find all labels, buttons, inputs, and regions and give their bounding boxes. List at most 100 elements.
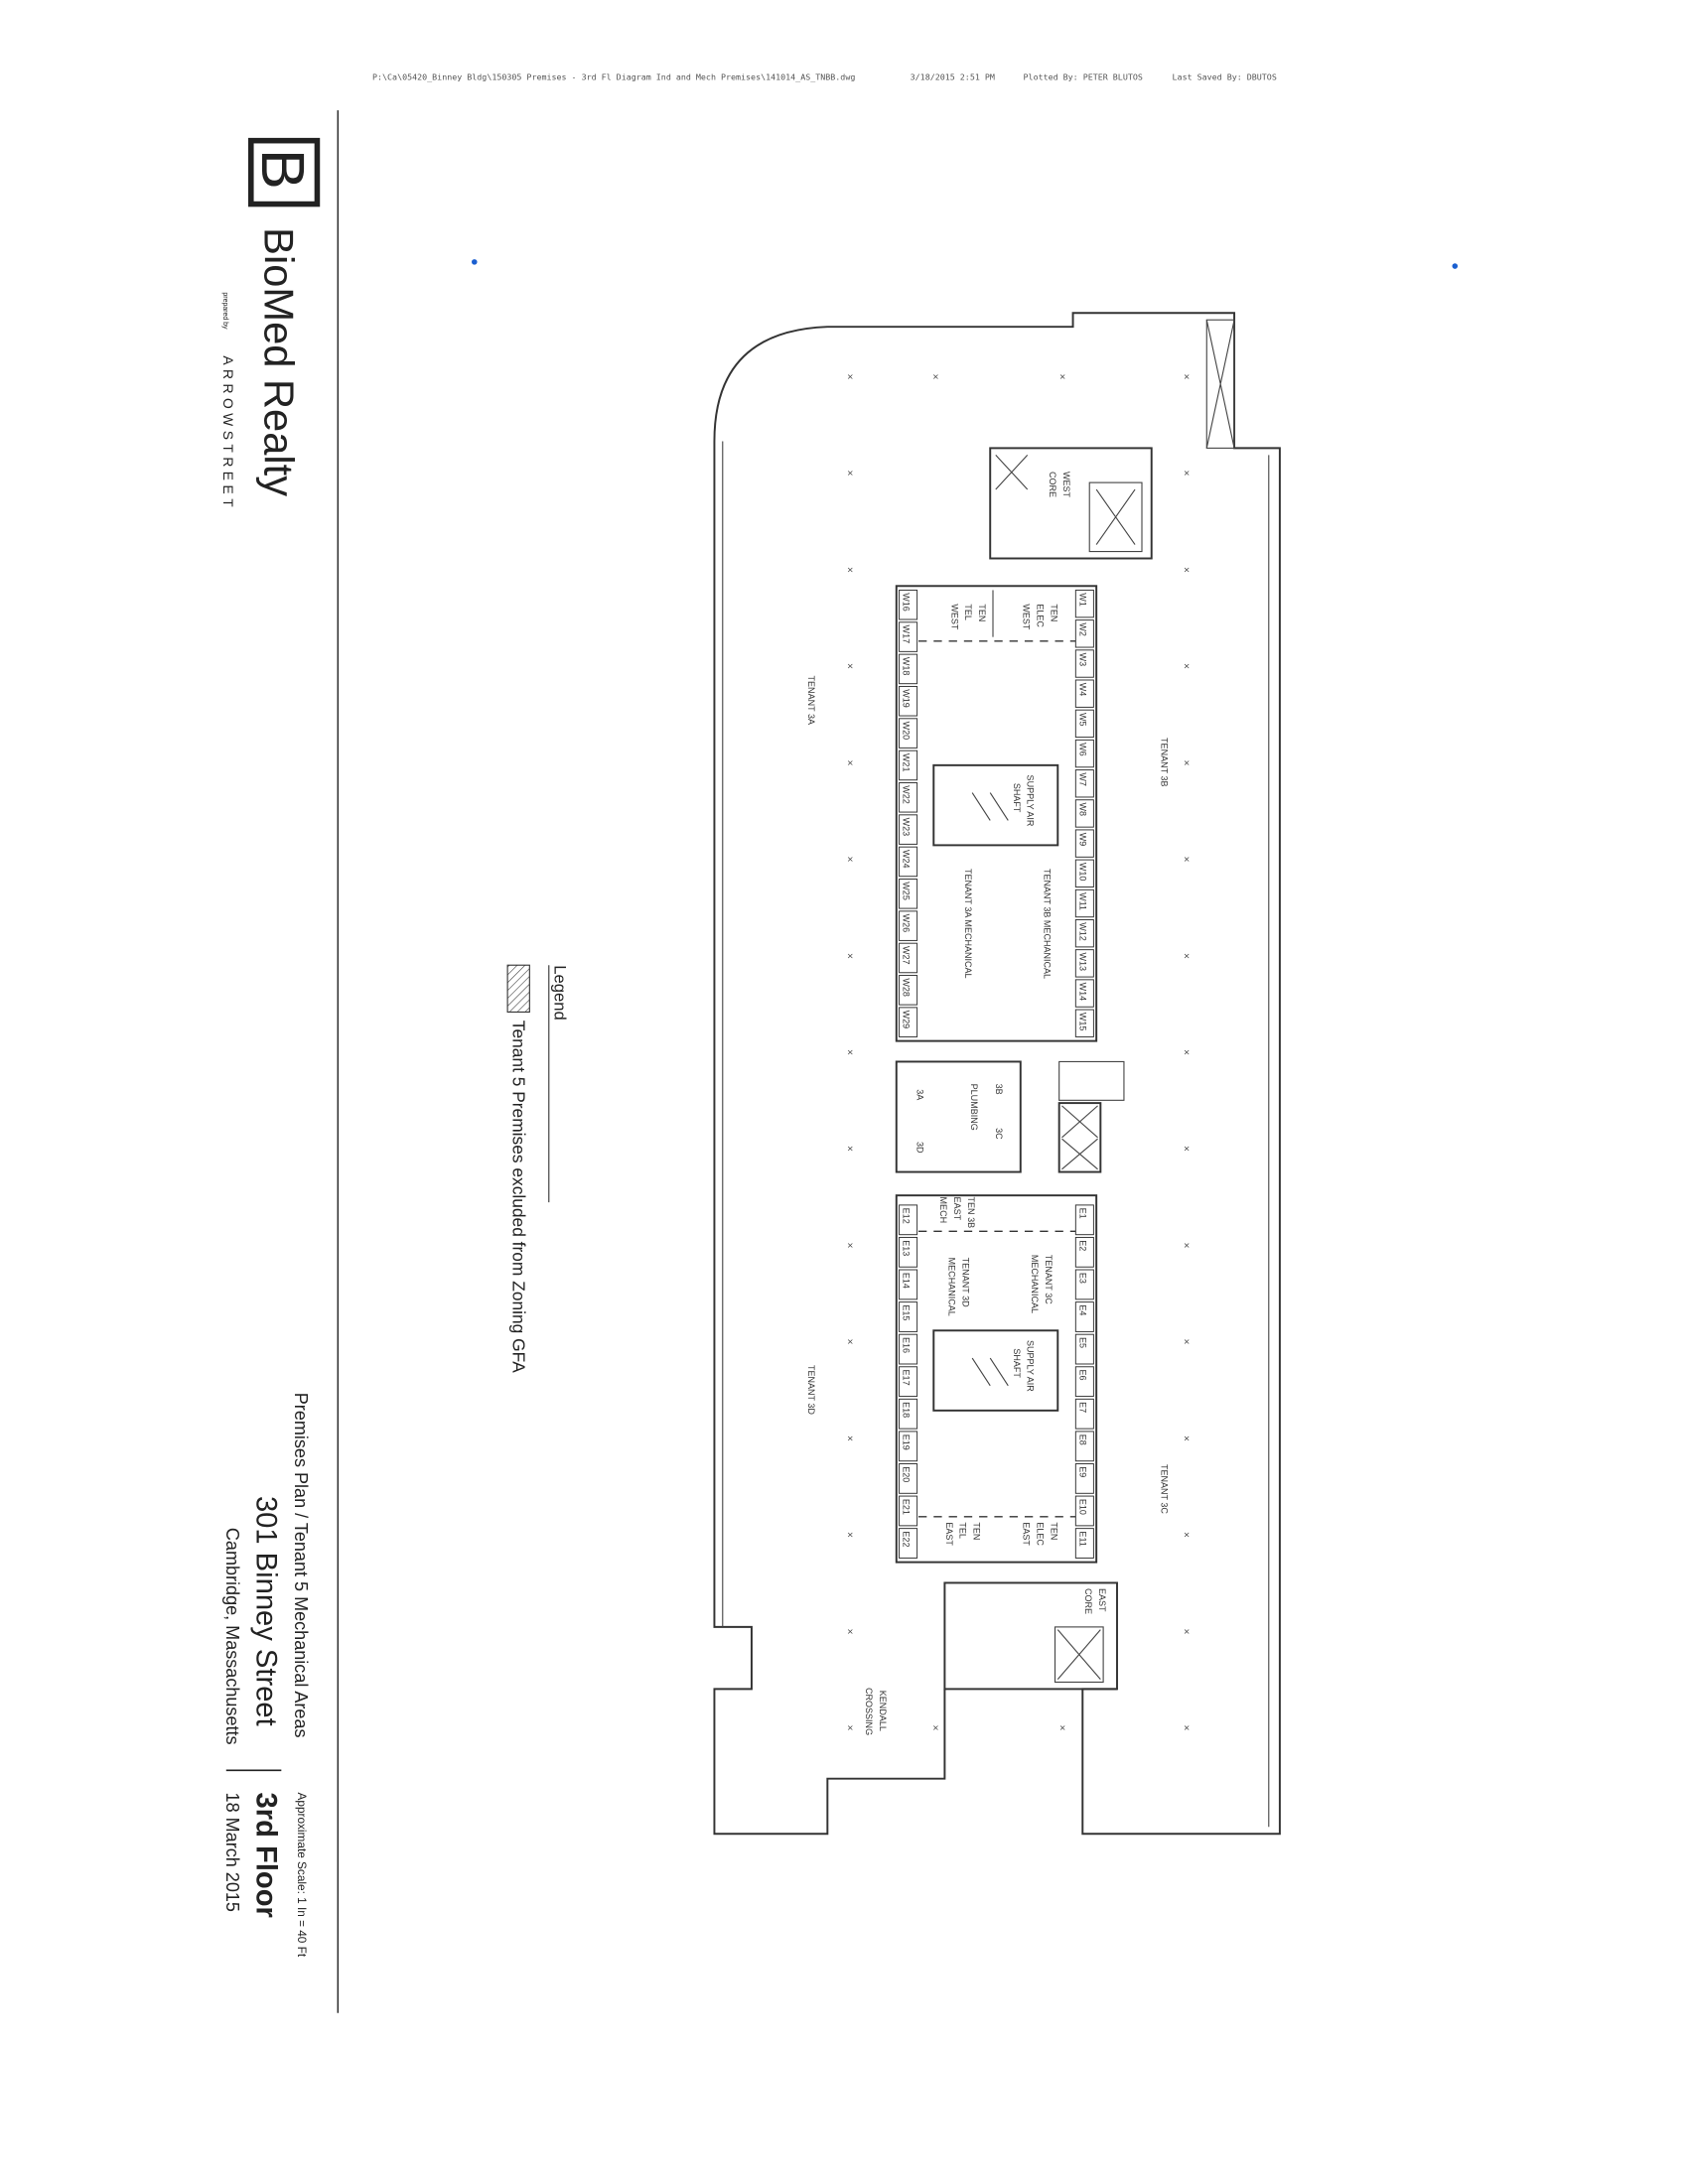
unit-label: E21 — [902, 1499, 912, 1515]
title-block: Premises Plan / Tenant 5 Mechanical Area… — [222, 1393, 311, 1958]
unit-box — [899, 1269, 918, 1300]
column-marker-icon: × — [932, 1722, 939, 1732]
unit-label: W14 — [1078, 983, 1088, 1002]
unit-label: E1 — [1078, 1208, 1088, 1219]
west-core-label: CORE — [1048, 472, 1057, 497]
unit-label: W17 — [902, 625, 912, 644]
mechanical-unit: W8 — [1074, 799, 1094, 828]
tenant-3d-label: TENANT 3D — [806, 1365, 816, 1415]
unit-label: W25 — [902, 882, 912, 900]
unit-box — [899, 1333, 918, 1365]
column-marker-icon: × — [847, 564, 854, 574]
unit-label: E4 — [1078, 1304, 1088, 1315]
unit-box — [1074, 1431, 1094, 1462]
column-marker-icon: × — [1184, 757, 1191, 767]
unit-label: E6 — [1077, 1370, 1087, 1381]
ten-tel-west: TEL — [963, 604, 973, 620]
mechanical-unit: W18 — [899, 653, 918, 685]
brand-logo: B BioMed Realty prepared by ARROWSTREET — [220, 137, 321, 511]
column-marker-icon: × — [1184, 950, 1191, 960]
registration-dot — [472, 259, 478, 265]
logo-mark: B — [249, 149, 317, 190]
unit-box — [1074, 979, 1094, 1008]
mechanical-unit: W27 — [899, 942, 918, 974]
unit-label: W26 — [902, 914, 912, 933]
partner-name: ARROWSTREET — [220, 355, 236, 511]
plan-date: 18 March 2015 — [222, 1793, 242, 1912]
mechanical-unit: E19 — [899, 1431, 918, 1462]
unit-label: E10 — [1078, 1499, 1088, 1515]
unit-label: W27 — [902, 946, 912, 965]
mechanical-unit: E22 — [899, 1528, 918, 1559]
tenant-3c-mechanical: MECHANICAL — [1030, 1255, 1040, 1313]
column-marker-icon: × — [1184, 1047, 1191, 1057]
partner-prefix: prepared by — [221, 292, 228, 330]
mechanical-unit: E11 — [1074, 1528, 1094, 1559]
column-marker-icon: × — [847, 854, 854, 864]
unit-label: W24 — [902, 850, 912, 869]
unit-box — [899, 653, 918, 685]
ten-tel-east: TEN — [972, 1522, 982, 1540]
building-city: Cambridge, Massachusetts — [222, 1528, 242, 1745]
west-core: WEST CORE — [989, 447, 1153, 560]
unit-box — [899, 1463, 918, 1494]
registration-dot — [1452, 263, 1459, 269]
plot-date: 3/18/2015 2:51 PM — [911, 72, 995, 82]
unit-box — [899, 1495, 918, 1527]
ten-tel-east: TEL — [958, 1522, 968, 1539]
mechanical-unit: W5 — [1074, 709, 1094, 739]
unit-box — [899, 879, 918, 909]
floor-label: 3rd Floor — [249, 1793, 281, 1918]
unit-box — [1074, 739, 1094, 768]
column-marker-icon: × — [1184, 468, 1191, 478]
unit-label: W9 — [1078, 833, 1088, 847]
unit-box — [1074, 1204, 1094, 1236]
unit-box — [899, 910, 918, 941]
logo-mark-icon — [247, 137, 321, 207]
brand-name: BioMed Realty — [256, 227, 303, 496]
unit-box — [1074, 859, 1094, 888]
column-marker-icon: × — [1184, 564, 1191, 574]
unit-label: E8 — [1078, 1434, 1088, 1445]
column-marker-icon: × — [847, 1722, 854, 1732]
shaft-label: SUPPLY AIR — [1026, 775, 1036, 827]
east-core: EAST CORE — [943, 1581, 1118, 1691]
mechanical-unit: E10 — [1074, 1495, 1094, 1527]
unit-box — [899, 782, 918, 813]
plumbing-tag: 3D — [915, 1142, 925, 1154]
mechanical-unit: W21 — [899, 750, 918, 781]
column-marker-icon: × — [847, 1047, 854, 1057]
hatch-swatch-icon — [506, 964, 530, 1013]
unit-label: W23 — [902, 818, 912, 837]
mechanical-unit: W19 — [899, 685, 918, 717]
mechanical-unit: W15 — [1074, 1009, 1094, 1037]
ten-elec-east: ELEC — [1035, 1522, 1045, 1546]
unit-box — [899, 685, 918, 717]
shaft-label: SUPPLY AIR — [1026, 1340, 1036, 1392]
column-marker-icon: × — [1184, 1144, 1191, 1154]
column-marker-icon: × — [847, 371, 854, 381]
column-marker-icon: × — [1184, 1336, 1191, 1346]
unit-box — [1074, 709, 1094, 739]
unit-label: W15 — [1078, 1013, 1088, 1031]
mechanical-unit: W7 — [1074, 769, 1094, 798]
mechanical-unit: E16 — [899, 1333, 918, 1365]
tenant-3c-label: TENANT 3C — [1159, 1464, 1169, 1514]
column-marker-icon: × — [1184, 1240, 1191, 1250]
unit-box — [1074, 1269, 1094, 1300]
column-marker-icon: × — [847, 1626, 854, 1636]
unit-box — [1074, 1398, 1094, 1430]
unit-box — [1074, 1236, 1094, 1268]
unit-box — [899, 1398, 918, 1430]
east-mech-label: TEN 3B — [966, 1197, 976, 1229]
unit-label: E13 — [902, 1240, 912, 1256]
column-marker-icon: × — [1059, 371, 1066, 381]
shaft-label: SHAFT — [1012, 783, 1022, 813]
ten-elec-west: TEN — [1049, 604, 1058, 621]
mechanical-unit: E18 — [899, 1398, 918, 1430]
unit-label: W6 — [1078, 743, 1088, 756]
mechanical-unit: E2 — [1074, 1236, 1094, 1268]
west-mechanical-room: TEN ELEC WEST TEN TEL WEST SUPPLY AIR SH… — [895, 585, 1098, 1042]
unit-label: E19 — [902, 1434, 912, 1450]
mechanical-unit: W17 — [899, 621, 918, 652]
